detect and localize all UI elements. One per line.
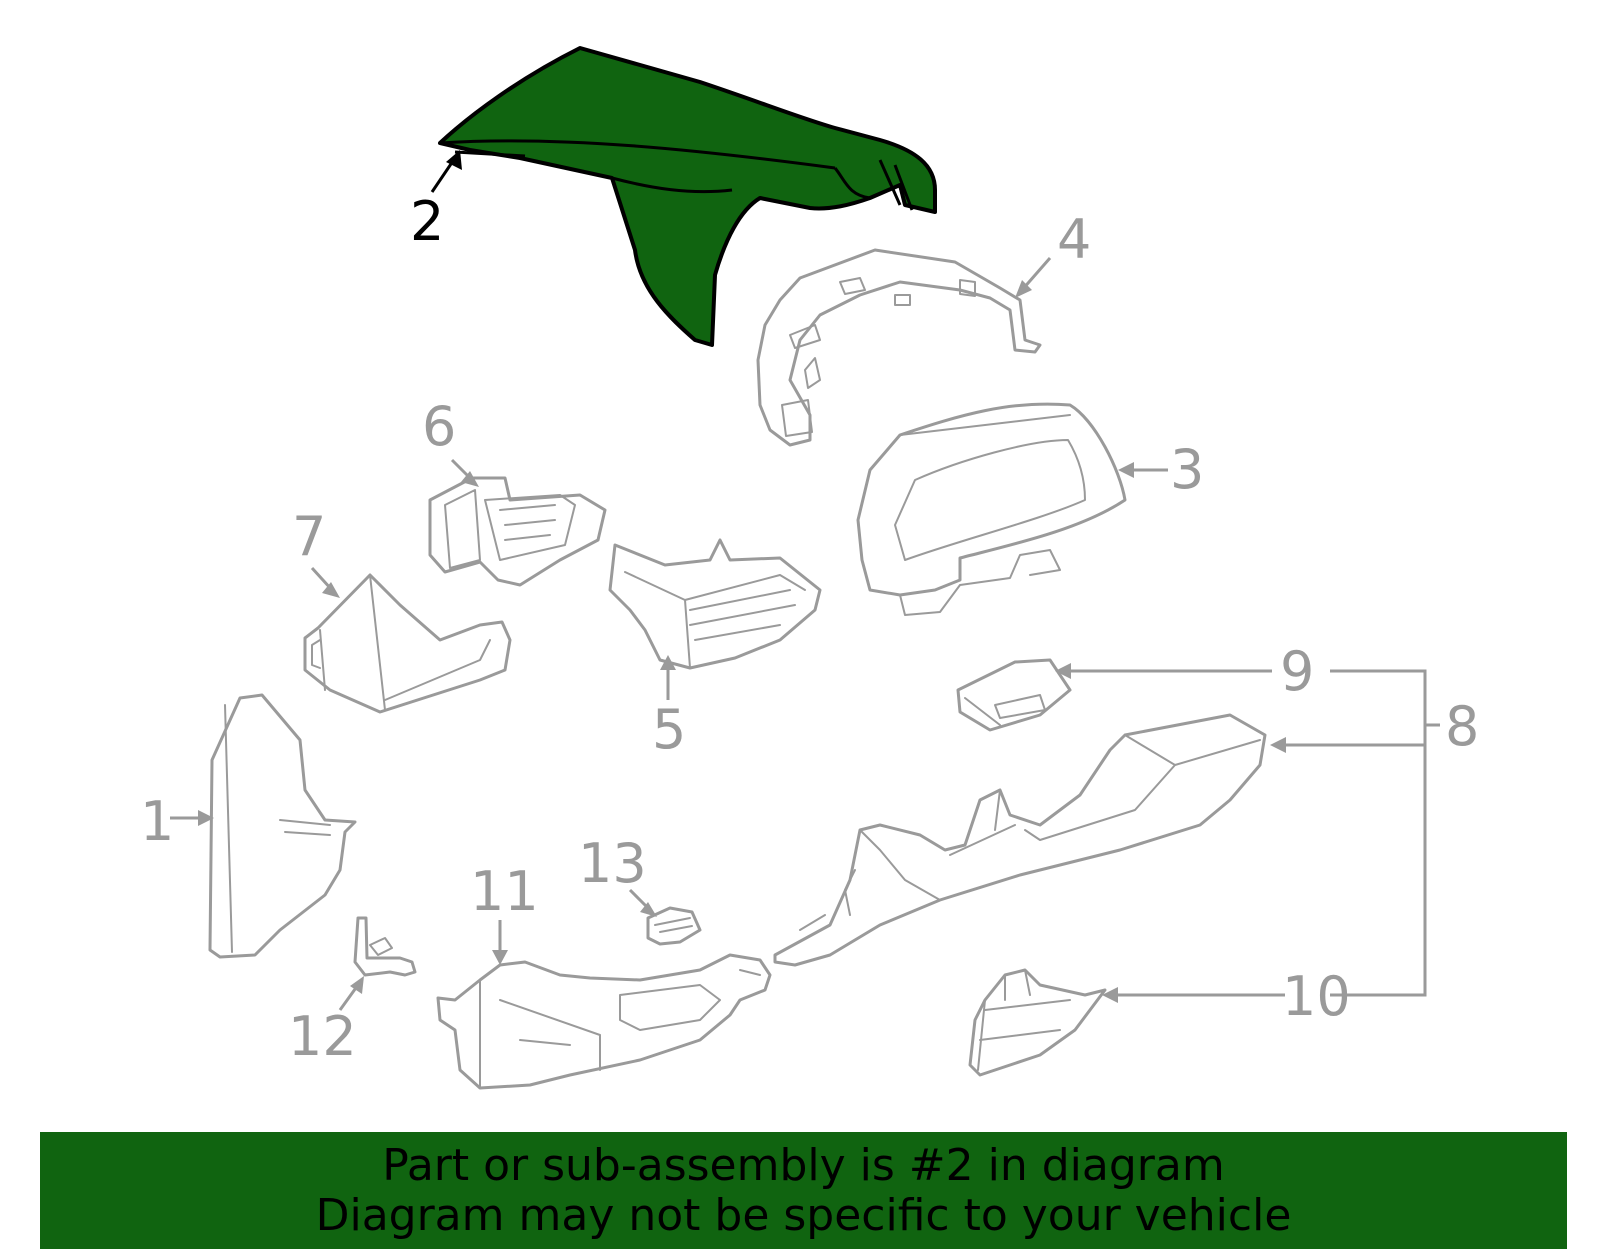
part-3-cluster[interactable] bbox=[856, 402, 1127, 616]
callout-9: 9 bbox=[1280, 640, 1314, 703]
callout-6: 6 bbox=[422, 395, 456, 458]
banner-line-part: Part or sub-assembly is #2 in diagram bbox=[382, 1139, 1225, 1191]
callout-5: 5 bbox=[652, 698, 686, 761]
callout-2: 2 bbox=[410, 190, 444, 253]
part-5-housing[interactable] bbox=[608, 538, 822, 670]
part-13-clip[interactable] bbox=[646, 906, 702, 946]
part-1-side-panel[interactable] bbox=[208, 693, 357, 959]
callout-7: 7 bbox=[292, 505, 326, 568]
part-12-bracket[interactable] bbox=[353, 916, 417, 977]
callouts: 1 2 3 4 5 6 7 8 9 10 11 12 13 bbox=[140, 190, 1479, 1068]
part-4-bracket[interactable] bbox=[756, 248, 1042, 447]
part-6-vent[interactable] bbox=[428, 476, 607, 587]
part-7-trim[interactable] bbox=[303, 573, 512, 714]
part-8-console[interactable] bbox=[773, 713, 1267, 967]
callout-1: 1 bbox=[140, 790, 174, 853]
part-2-cover[interactable] bbox=[438, 46, 937, 347]
callout-13: 13 bbox=[578, 832, 647, 895]
info-banner: Part or sub-assembly is #2 in diagram Di… bbox=[40, 1132, 1567, 1249]
part-10-bin[interactable] bbox=[968, 968, 1107, 1077]
callout-12: 12 bbox=[288, 1005, 357, 1068]
callout-8: 8 bbox=[1445, 695, 1479, 758]
callout-3: 3 bbox=[1170, 438, 1204, 501]
leader-lines bbox=[170, 150, 1440, 1011]
part-11-tray[interactable] bbox=[436, 953, 772, 1090]
callout-11: 11 bbox=[470, 860, 539, 923]
callout-10: 10 bbox=[1282, 965, 1351, 1028]
banner-line-disclaimer: Diagram may not be specific to your vehi… bbox=[315, 1189, 1292, 1241]
part-9-switch[interactable] bbox=[956, 658, 1072, 732]
callout-4: 4 bbox=[1057, 208, 1091, 271]
